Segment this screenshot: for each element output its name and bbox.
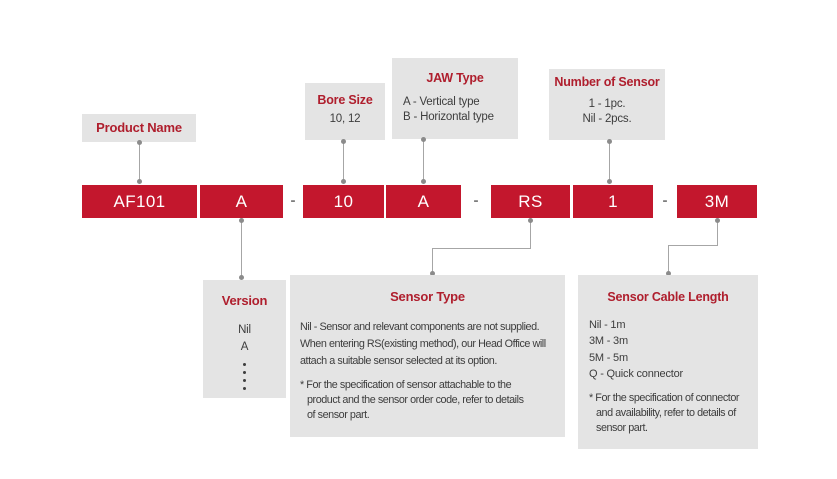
callout-title: JAW Type xyxy=(426,71,484,85)
code-segment-product: AF101 xyxy=(82,185,197,218)
callout-bore-size: Bore Size 10, 12 xyxy=(305,83,385,140)
sensor-count-option: Nil - 2pcs. xyxy=(582,113,632,125)
sensor-type-note: product and the sensor order code, refer… xyxy=(307,394,524,406)
code-separator: - xyxy=(290,192,296,209)
version-option: Nil xyxy=(238,324,251,336)
code-segment-jaw-type: A xyxy=(386,185,461,218)
callout-title: Sensor Type xyxy=(390,289,465,304)
cable-length-note: sensor part. xyxy=(596,422,648,435)
connector-dot xyxy=(137,140,142,145)
callout-number-of-sensor: Number of Sensor 1 - 1pc. Nil - 2pcs. xyxy=(549,69,665,140)
sensor-type-description: Nil - Sensor and relevant components are… xyxy=(300,321,540,333)
connector-dot xyxy=(430,271,435,276)
connector-line xyxy=(609,142,610,183)
connector-line xyxy=(432,248,433,274)
cable-length-option: 3M - 3m xyxy=(589,335,628,348)
cable-length-option: Nil - 1m xyxy=(589,319,626,331)
connector-line xyxy=(241,220,242,278)
callout-title: Version xyxy=(221,293,268,308)
callout-version: Version Nil A xyxy=(203,280,286,398)
sensor-type-note: * For the specification of sensor attach… xyxy=(300,379,512,391)
callout-title: Number of Sensor xyxy=(554,75,660,89)
connector-line xyxy=(668,245,718,246)
sensor-type-description: When entering RS(existing method), our H… xyxy=(300,338,546,350)
connector-dot xyxy=(715,218,720,223)
cable-length-option: Q - Quick connector xyxy=(589,367,684,380)
connector-dot xyxy=(421,137,426,142)
connector-line xyxy=(423,140,424,183)
code-segment-sensor-count: 1 xyxy=(573,185,653,218)
connector-dot xyxy=(666,271,671,276)
callout-sensor-type: Sensor Type Nil - Sensor and relevant co… xyxy=(290,275,565,437)
connector-dot xyxy=(607,139,612,144)
callout-title: Bore Size xyxy=(317,93,373,107)
connector-dot xyxy=(341,139,346,144)
code-separator: - xyxy=(473,192,479,209)
jaw-type-option: B - Horizontal type xyxy=(403,111,494,123)
connector-line xyxy=(432,248,531,249)
callout-jaw-type: JAW Type A - Vertical type B - Horizonta… xyxy=(392,58,518,139)
jaw-type-option: A - Vertical type xyxy=(403,96,480,108)
callout-title: Sensor Cable Length xyxy=(607,290,729,304)
bore-size-values: 10, 12 xyxy=(329,113,361,125)
code-segment-bore-size: 10 xyxy=(303,185,384,218)
connector-line xyxy=(530,220,531,248)
sensor-type-note: of sensor part. xyxy=(307,409,370,421)
connector-dot xyxy=(137,179,142,184)
connector-dot xyxy=(528,218,533,223)
callout-title: Product Name xyxy=(96,120,182,135)
cable-length-option: 5M - 5m xyxy=(589,351,628,364)
vertical-ellipsis-icon xyxy=(203,363,286,390)
connector-line xyxy=(668,245,669,274)
connector-line xyxy=(343,142,344,183)
callout-product-name: Product Name xyxy=(82,114,196,142)
sensor-type-description: attach a suitable sensor selected at its… xyxy=(300,355,497,367)
connector-line xyxy=(717,220,718,245)
connector-dot xyxy=(239,275,244,280)
connector-dot xyxy=(239,218,244,223)
connector-line xyxy=(139,143,140,183)
connector-dot xyxy=(607,179,612,184)
connector-dot xyxy=(421,179,426,184)
cable-length-note: and availability, refer to details of xyxy=(596,407,736,420)
code-segment-cable-length: 3M xyxy=(677,185,757,218)
code-segment-sensor-type: RS xyxy=(491,185,570,218)
callout-sensor-cable-length: Sensor Cable Length Nil - 1m 3M - 3m 5M … xyxy=(578,275,758,449)
code-segment-version: A xyxy=(200,185,283,218)
sensor-count-option: 1 - 1pc. xyxy=(588,98,626,110)
code-separator: - xyxy=(662,192,668,209)
cable-length-note: * For the specification of connector xyxy=(589,392,740,405)
version-option: A xyxy=(240,341,249,353)
connector-dot xyxy=(341,179,346,184)
